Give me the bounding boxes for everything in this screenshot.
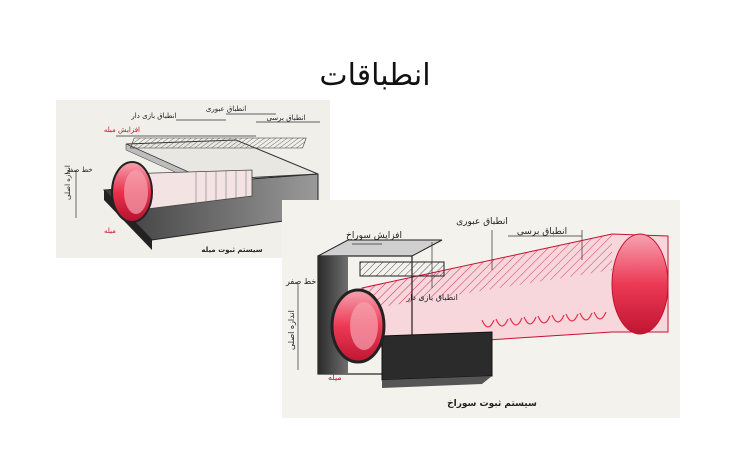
hole-basis-diagram: افزایش سوراخ انطباق عبوری انطباق برسی ان… [282, 200, 680, 418]
hole-basis-svg: افزایش سوراخ انطباق عبوری انطباق برسی ان… [285, 217, 669, 409]
label-size: اندازه اصلی [287, 310, 296, 350]
label-shaft: میله [104, 227, 116, 235]
label-shaft: میله [328, 373, 342, 382]
label-tolerance: خط صفر [285, 277, 316, 286]
housing-hatched-band [359, 261, 445, 277]
shaft-tip [611, 233, 669, 335]
label-tolerance: خط صفر [65, 166, 93, 174]
label-hole-increase: افزایش سوراخ [346, 231, 402, 241]
label-transition-overlap: انطباق عبوری [206, 105, 246, 113]
label-fusion-overlap: انطباق بازی دار [130, 112, 176, 120]
label-fusion-overlap: انطباق بازی دار [405, 293, 458, 302]
label-size: اندازه اصلی [64, 165, 72, 200]
label-reinforcement: افزایش مبله [104, 126, 140, 134]
label-transition-overlap: انطباق عبوری [456, 217, 508, 227]
page-title: انطباقات [319, 58, 431, 93]
label-inspection-overlap: انطباق برسی [266, 114, 305, 122]
caption-shaft-basis: سیستم ثبوت میله [201, 246, 262, 254]
caption-hole-basis: سیستم ثبوت سوراخ [447, 399, 537, 409]
shaft-basis-diagram: افزایش مبله انطباق بازی دار انطباق عبوری… [56, 100, 330, 258]
lower-block [381, 331, 493, 381]
label-inspection-overlap: انطباق برسی [517, 227, 567, 237]
